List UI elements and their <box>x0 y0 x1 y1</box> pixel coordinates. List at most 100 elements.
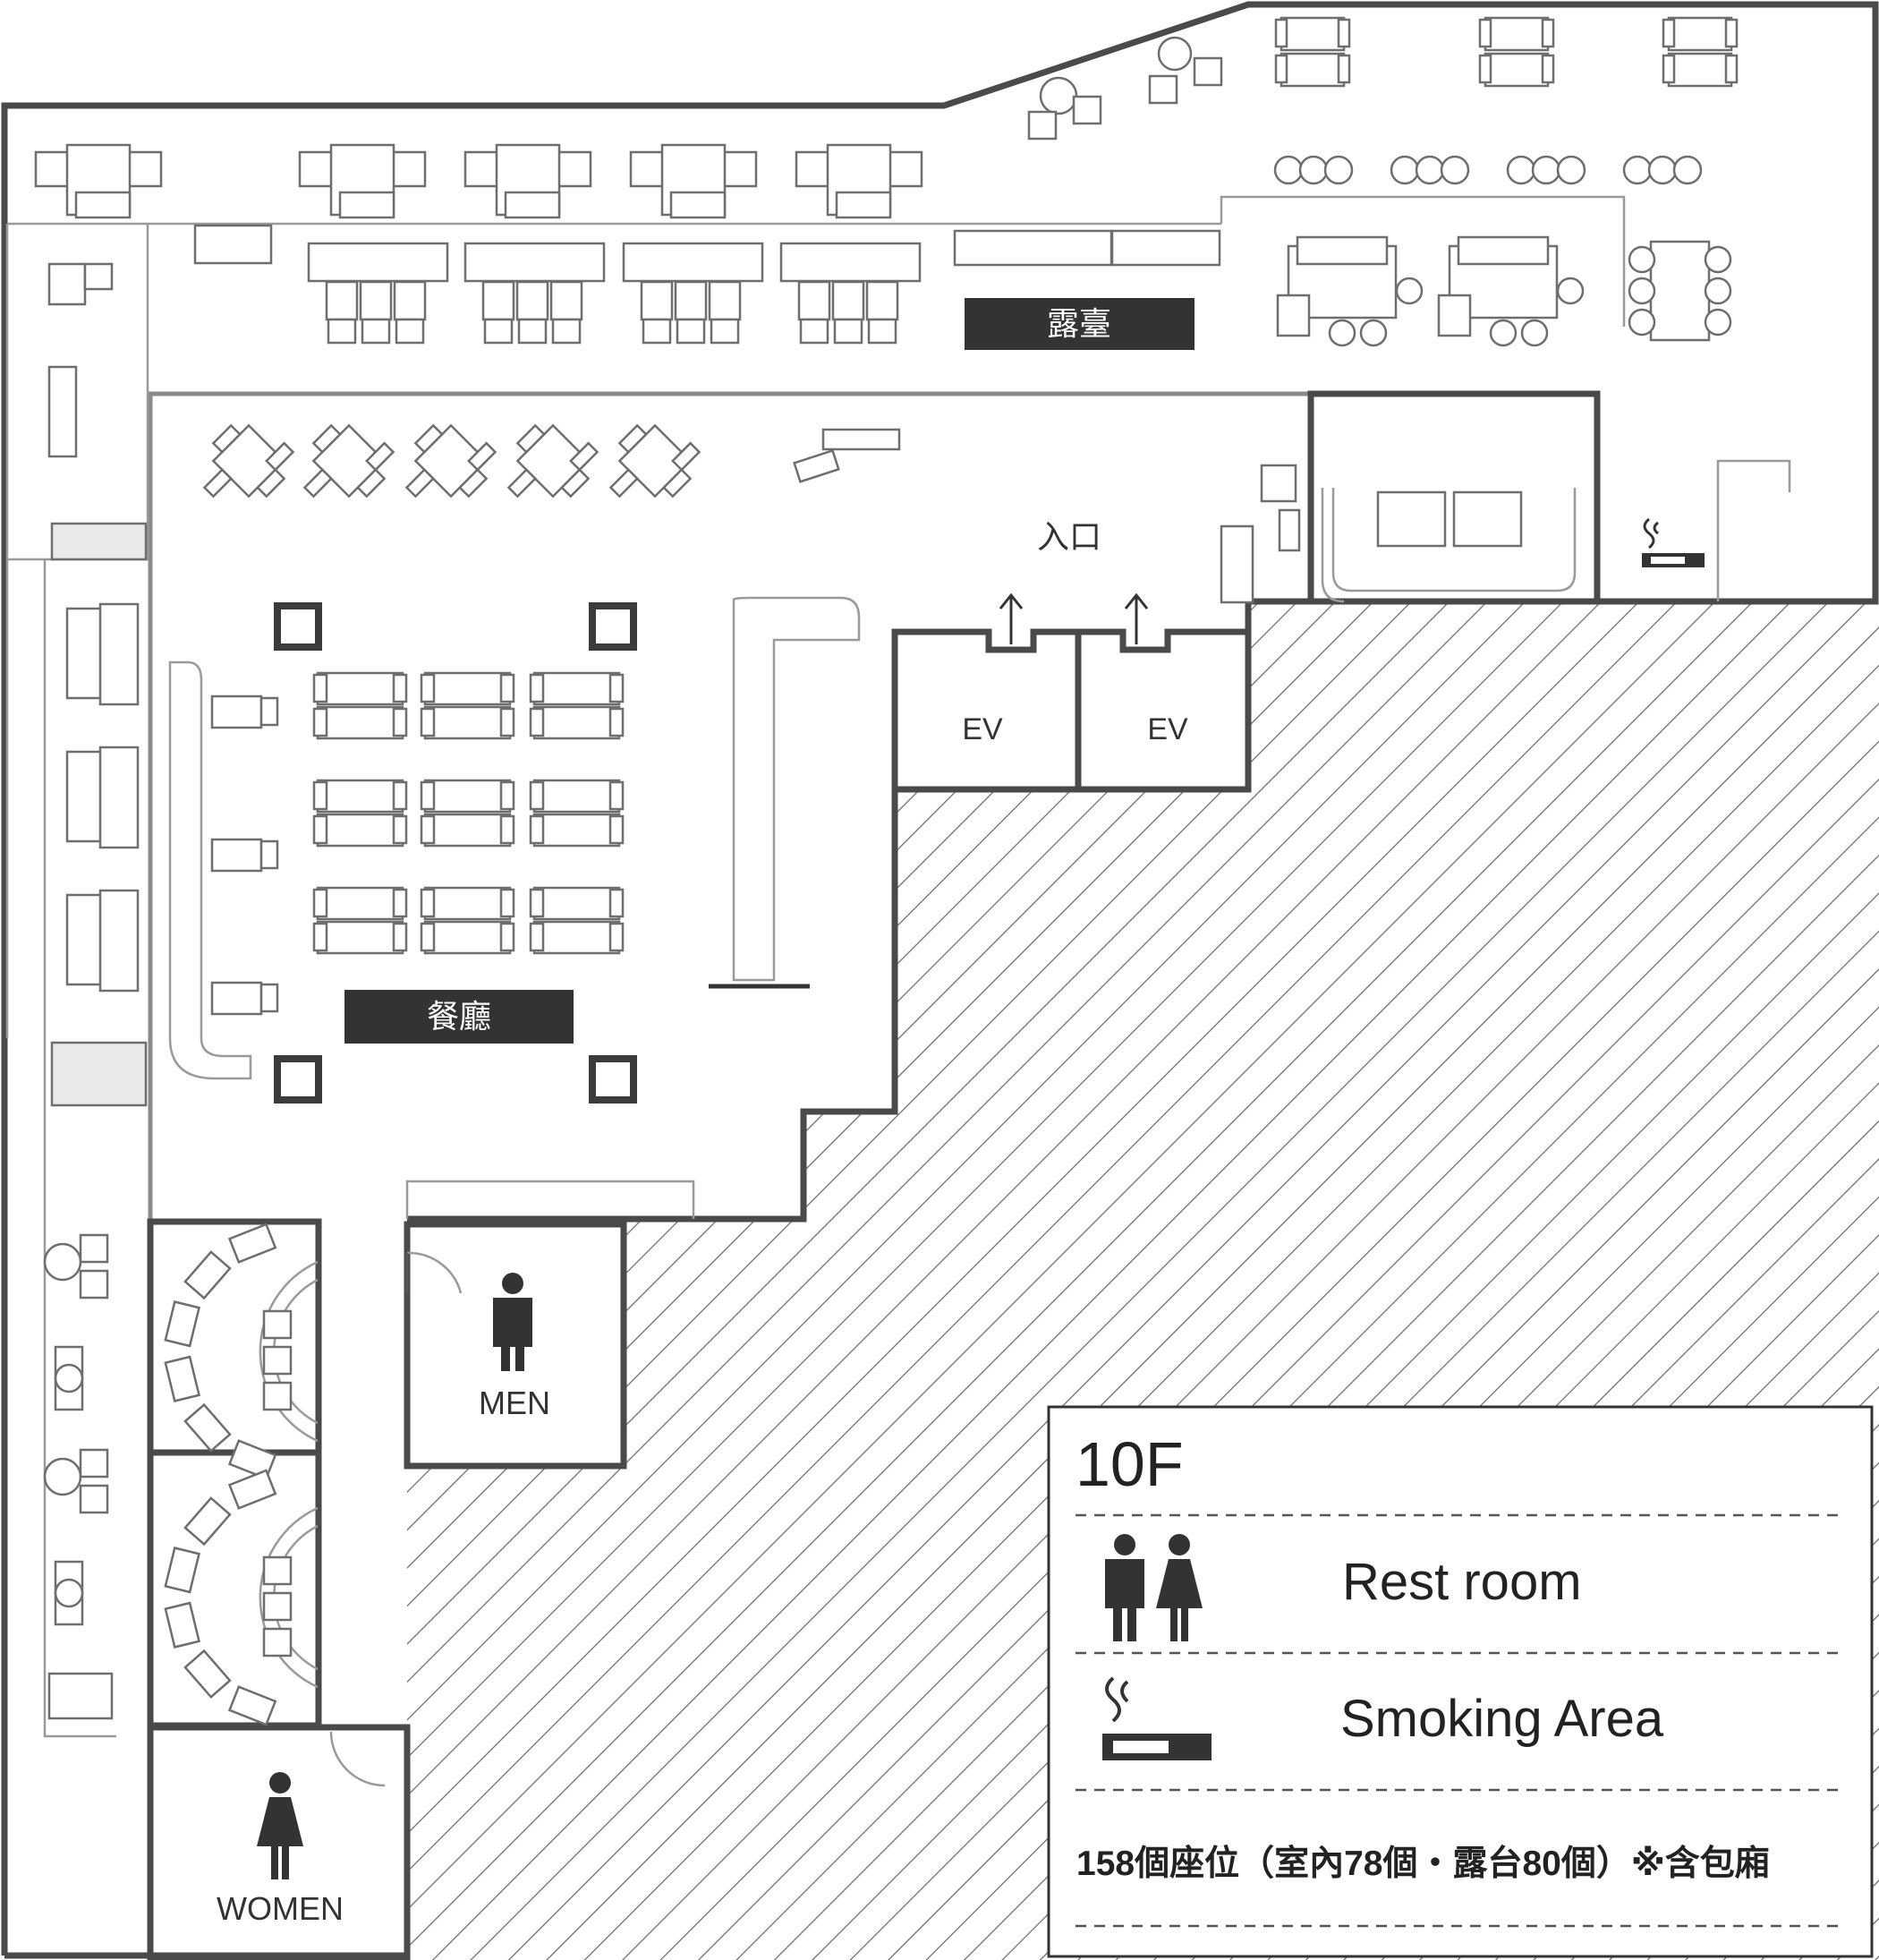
chair <box>164 1601 201 1649</box>
four-seat-table <box>506 423 599 499</box>
table-item <box>262 1345 293 1376</box>
table-pair <box>532 813 621 848</box>
chair <box>1724 18 1739 48</box>
entrance-label: 入口 <box>1037 518 1101 555</box>
table-pair <box>316 779 404 814</box>
stool <box>1395 277 1424 305</box>
table <box>47 262 87 306</box>
chair <box>1662 54 1676 84</box>
stool <box>1704 245 1732 274</box>
stool <box>481 280 515 321</box>
chair <box>1541 54 1555 84</box>
stool <box>640 280 674 321</box>
chair <box>608 922 625 952</box>
stool <box>1298 155 1329 185</box>
stool-seat <box>676 318 706 345</box>
legend-restroom-label: Rest room <box>1342 1553 1582 1611</box>
chair <box>1541 18 1555 48</box>
stairs <box>50 1041 148 1107</box>
table-pair <box>532 705 621 740</box>
bar-table <box>622 242 764 283</box>
men-label: MEN <box>479 1385 550 1421</box>
chair <box>392 780 408 811</box>
chair <box>392 888 408 918</box>
chair <box>1478 54 1492 84</box>
four-seat-table <box>302 423 395 499</box>
stool-seat <box>710 318 740 345</box>
ev-wall-1 <box>891 628 1082 789</box>
table <box>1484 16 1550 52</box>
chair <box>1072 95 1102 125</box>
chair <box>529 814 545 845</box>
stool <box>54 1363 84 1393</box>
service-counter <box>732 596 861 982</box>
stool-seat <box>395 318 425 345</box>
table <box>1280 16 1346 52</box>
chair <box>1148 74 1178 105</box>
chair <box>499 707 515 737</box>
sofa-seat <box>504 191 561 219</box>
seats-note: 158個座位（室內78個・露台80個）※含包廂 <box>1076 1845 1770 1883</box>
round-table <box>1039 76 1078 115</box>
chair <box>79 1448 109 1479</box>
table-item <box>262 1381 293 1411</box>
stool-seat <box>867 318 897 345</box>
table-pair <box>316 705 404 740</box>
men-door-swing <box>406 1251 463 1294</box>
woman-icon <box>257 1772 303 1879</box>
stool <box>674 280 708 321</box>
terrace-left-path <box>43 559 116 1738</box>
round-booth <box>259 1506 319 1689</box>
chair <box>529 707 545 737</box>
legend-smoking-label: Smoking Area <box>1340 1690 1664 1748</box>
column <box>589 602 637 651</box>
chair <box>227 1223 277 1264</box>
chair <box>227 1685 277 1726</box>
sofa-back <box>1296 235 1389 266</box>
chair <box>608 707 625 737</box>
chair <box>183 1250 232 1300</box>
terrace-label: 露臺 <box>1047 305 1111 342</box>
chair <box>312 888 328 918</box>
stool <box>549 280 583 321</box>
table-pair <box>532 886 621 921</box>
table <box>1649 240 1711 342</box>
round-table <box>43 1457 82 1496</box>
four-seat-table <box>608 423 701 499</box>
stand <box>1278 508 1301 552</box>
chair <box>83 262 114 291</box>
stool <box>1328 319 1356 347</box>
stool-seat <box>551 318 582 345</box>
chair <box>529 888 545 918</box>
stool-seat <box>833 318 863 345</box>
restaurant-label: 餐廳 <box>427 998 491 1035</box>
four-seat-table <box>202 423 295 499</box>
stool <box>1520 319 1549 347</box>
chair <box>420 814 436 845</box>
chair <box>420 780 436 811</box>
chair <box>227 1439 277 1480</box>
terrace-label-bg <box>965 298 1195 350</box>
stool <box>1628 277 1656 305</box>
chair <box>1193 56 1223 87</box>
table-pair <box>316 886 404 921</box>
smoking-icon <box>1642 517 1705 567</box>
chair <box>164 1547 201 1594</box>
round-table <box>1157 36 1193 72</box>
stool <box>1273 155 1304 185</box>
chair <box>499 922 515 952</box>
bar-table <box>307 242 449 283</box>
column <box>274 602 322 651</box>
planter <box>1110 229 1221 267</box>
table <box>1280 52 1346 88</box>
chair <box>1027 110 1058 141</box>
stool <box>1531 155 1561 185</box>
man-icon <box>493 1273 532 1371</box>
table-item <box>262 1591 293 1622</box>
stool <box>515 280 549 321</box>
stool <box>831 280 865 321</box>
stool <box>325 280 359 321</box>
table <box>210 695 263 729</box>
table-item <box>262 1555 293 1586</box>
